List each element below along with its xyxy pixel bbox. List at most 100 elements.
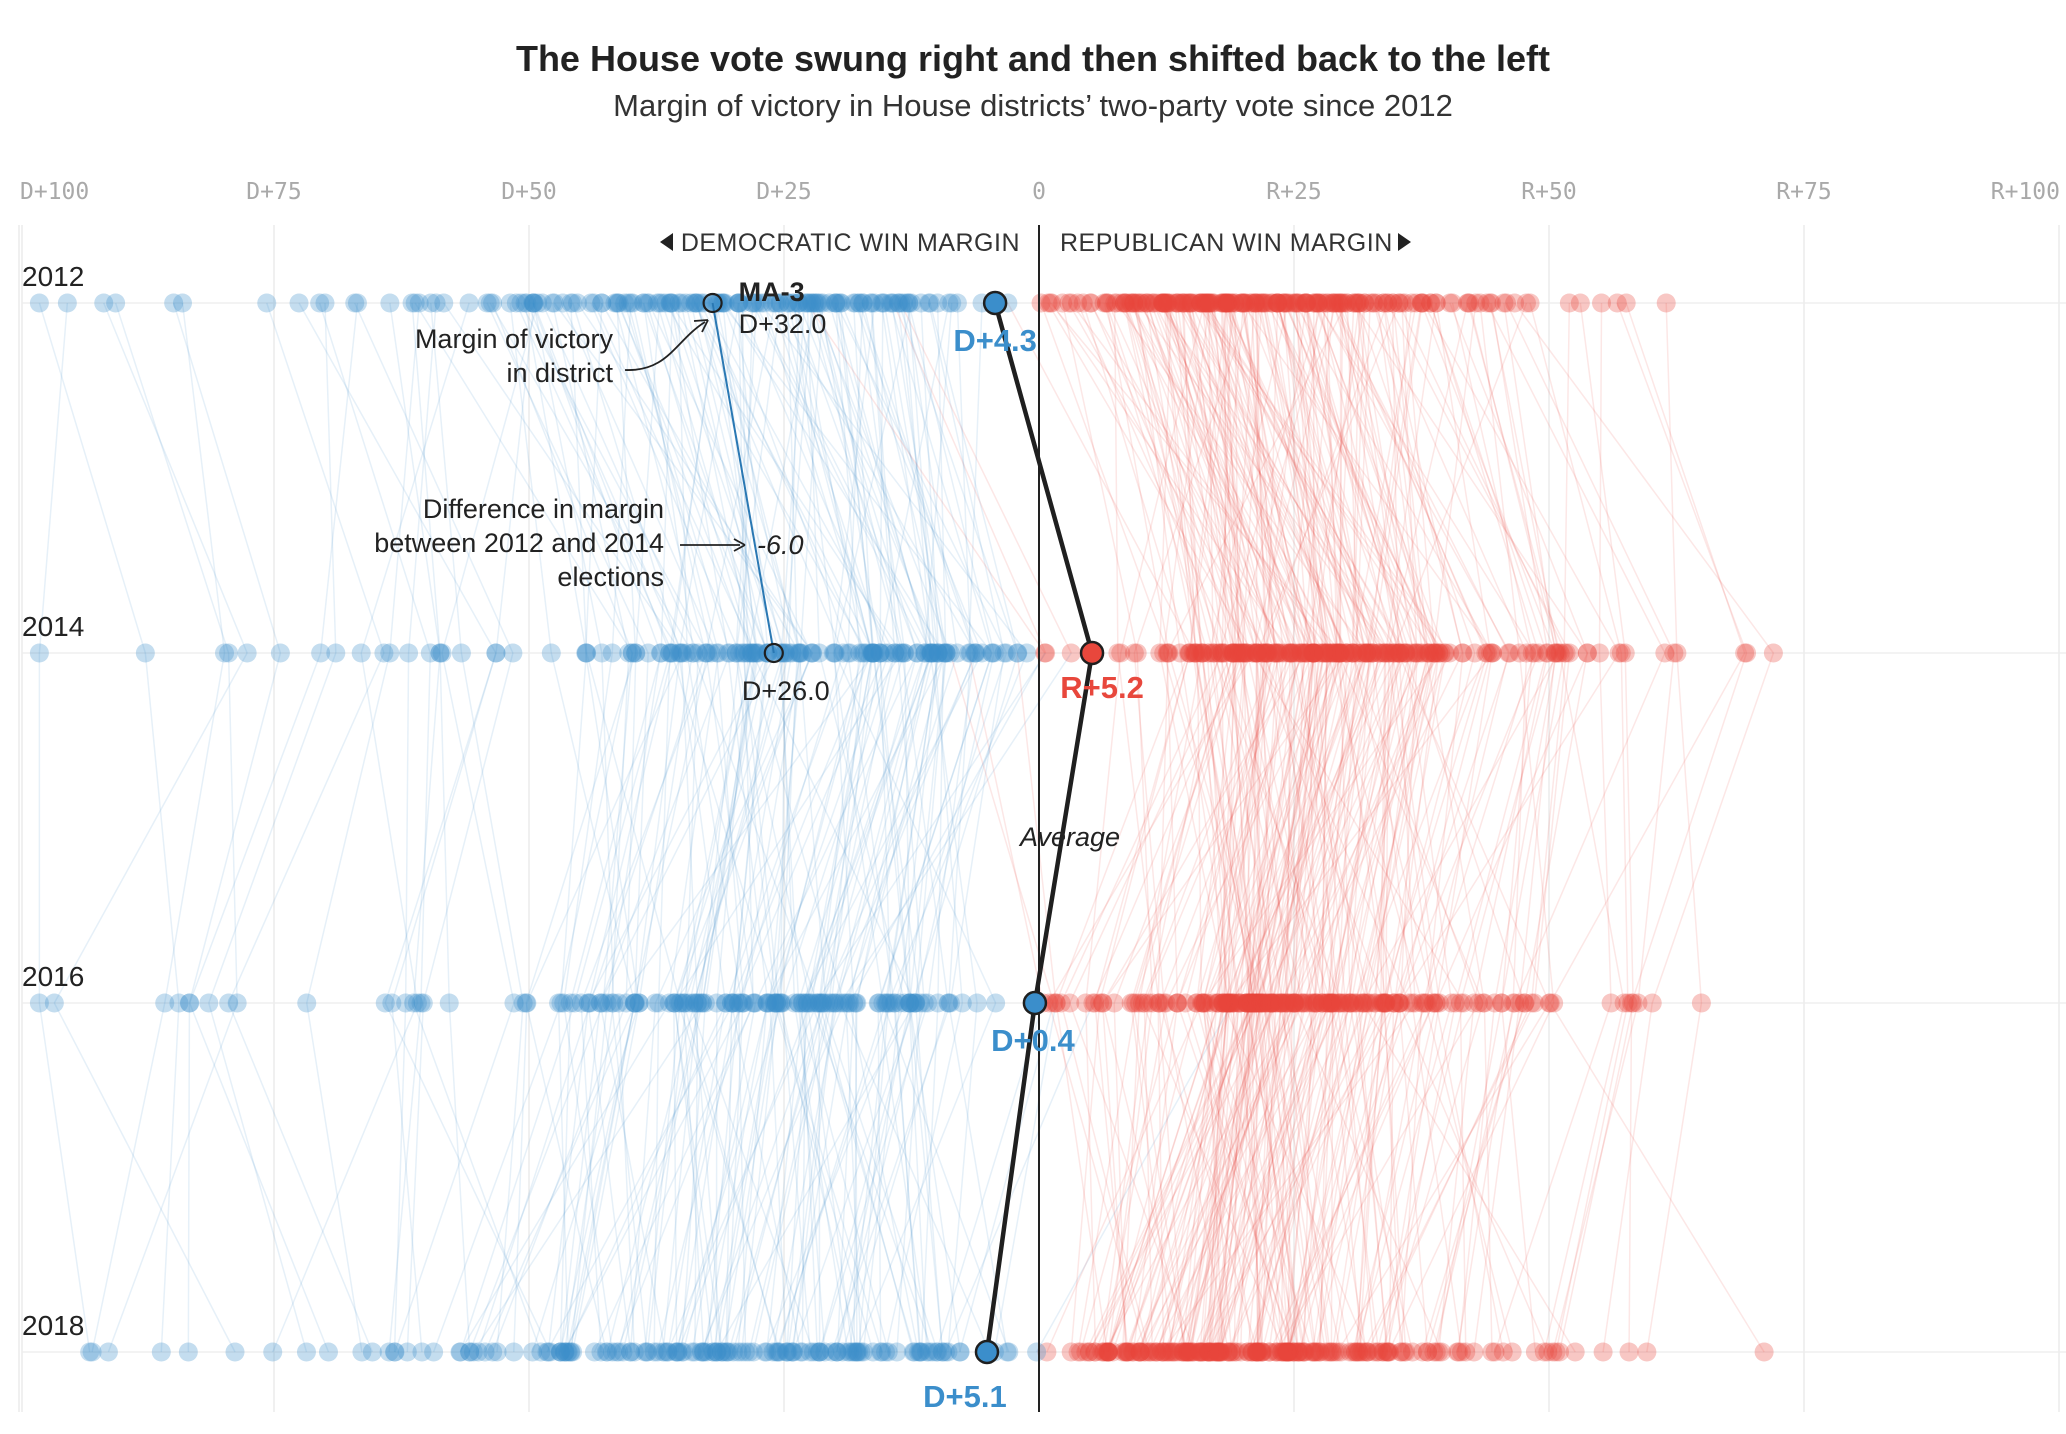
- district-dot: [1249, 1342, 1269, 1362]
- district-dot: [1293, 993, 1313, 1013]
- district-dot: [1325, 1342, 1345, 1362]
- district-dot: [106, 293, 126, 313]
- district-dot: [1248, 643, 1268, 663]
- district-dot: [1285, 993, 1305, 1013]
- district-dot: [1268, 1342, 1288, 1362]
- district-line: [1143, 652, 1292, 1004]
- district-line: [773, 1002, 874, 1353]
- district-dot: [1628, 993, 1648, 1013]
- district-line: [1533, 652, 1571, 1004]
- district-dot: [713, 293, 733, 313]
- district-line: [742, 652, 802, 1004]
- district-line: [1199, 302, 1451, 654]
- district-dot: [1325, 643, 1345, 663]
- district-dot: [1236, 993, 1256, 1013]
- district-dot: [1296, 643, 1316, 663]
- district-dot: [854, 643, 874, 663]
- district-dot: [812, 993, 832, 1013]
- district-dot: [813, 993, 833, 1013]
- district-line: [459, 1002, 576, 1353]
- district-line: [1107, 1002, 1220, 1353]
- district-dot: [172, 293, 192, 313]
- district-dot: [1252, 293, 1272, 313]
- district-line: [948, 1002, 1008, 1353]
- district-dot: [602, 993, 622, 1013]
- district-dot: [673, 1342, 693, 1362]
- district-dot: [1224, 643, 1244, 663]
- district-dot: [750, 293, 770, 313]
- district-dot: [1115, 293, 1135, 313]
- district-dot: [517, 293, 537, 313]
- district-line: [1207, 1002, 1224, 1353]
- district-dot: [1446, 993, 1466, 1013]
- district-dot: [1116, 1342, 1136, 1362]
- district-line: [635, 302, 661, 654]
- annotation-difference-line2: between 2012 and 2014: [374, 528, 664, 558]
- district-dot: [515, 293, 535, 313]
- district-line: [1291, 302, 1319, 654]
- district-dot: [862, 643, 882, 663]
- district-dot: [907, 643, 927, 663]
- district-dot: [1327, 993, 1347, 1013]
- district-dot: [1248, 293, 1268, 313]
- district-dot: [1543, 1342, 1563, 1362]
- district-dot: [791, 1342, 811, 1362]
- district-dot: [871, 1342, 891, 1362]
- district-dot: [766, 993, 786, 1013]
- district-line: [1206, 1002, 1224, 1353]
- district-dot: [844, 293, 864, 313]
- district-dot: [1328, 1342, 1348, 1362]
- district-dot: [890, 993, 910, 1013]
- district-dot: [1093, 993, 1113, 1013]
- district-line: [1239, 1002, 1264, 1353]
- district-line: [1302, 302, 1334, 654]
- district-line: [909, 1002, 961, 1353]
- district-line: [1250, 652, 1307, 1004]
- district-line: [448, 1002, 471, 1353]
- district-dot: [1226, 1342, 1246, 1362]
- district-line: [680, 1002, 707, 1353]
- district-dot: [1275, 993, 1295, 1013]
- district-line: [1280, 652, 1338, 1004]
- district-dot: [1371, 993, 1391, 1013]
- district-dot: [843, 1342, 863, 1362]
- district-dot: [1217, 993, 1237, 1013]
- district-line: [738, 302, 890, 654]
- district-dot: [1322, 293, 1342, 313]
- district-line: [776, 1002, 887, 1353]
- district-dot: [1076, 1342, 1096, 1362]
- district-line: [1338, 302, 1344, 654]
- district-line: [1247, 1002, 1364, 1353]
- district-line: [524, 302, 588, 654]
- district-dot: [1172, 293, 1192, 313]
- district-line: [441, 302, 539, 654]
- district-line: [653, 1002, 660, 1353]
- district-dot: [1148, 293, 1168, 313]
- district-dot: [468, 1342, 488, 1362]
- district-dot: [838, 993, 858, 1013]
- district-line: [828, 652, 866, 1004]
- district-line: [1141, 652, 1276, 1004]
- district-line: [1255, 652, 1279, 1004]
- district-dot: [622, 643, 642, 663]
- district-dot: [1139, 1342, 1159, 1362]
- district-dot: [460, 1342, 480, 1362]
- district-dot: [1133, 993, 1153, 1013]
- district-line: [818, 652, 861, 1004]
- district-dot: [939, 993, 959, 1013]
- district-line: [1130, 652, 1235, 1004]
- district-line: [855, 652, 946, 1004]
- district-line: [1352, 1002, 1438, 1353]
- district-dot: [1274, 1342, 1294, 1362]
- district-line: [616, 302, 637, 654]
- district-dot: [1199, 1342, 1219, 1362]
- district-dot: [1187, 643, 1207, 663]
- district-dot: [1494, 293, 1514, 313]
- district-dot: [1240, 993, 1260, 1013]
- district-dot: [1139, 993, 1159, 1013]
- district-dot: [911, 293, 931, 313]
- district-dot: [895, 993, 915, 1013]
- district-dot: [1304, 1342, 1324, 1362]
- year-label: 2016: [22, 961, 84, 992]
- district-dot: [1245, 293, 1265, 313]
